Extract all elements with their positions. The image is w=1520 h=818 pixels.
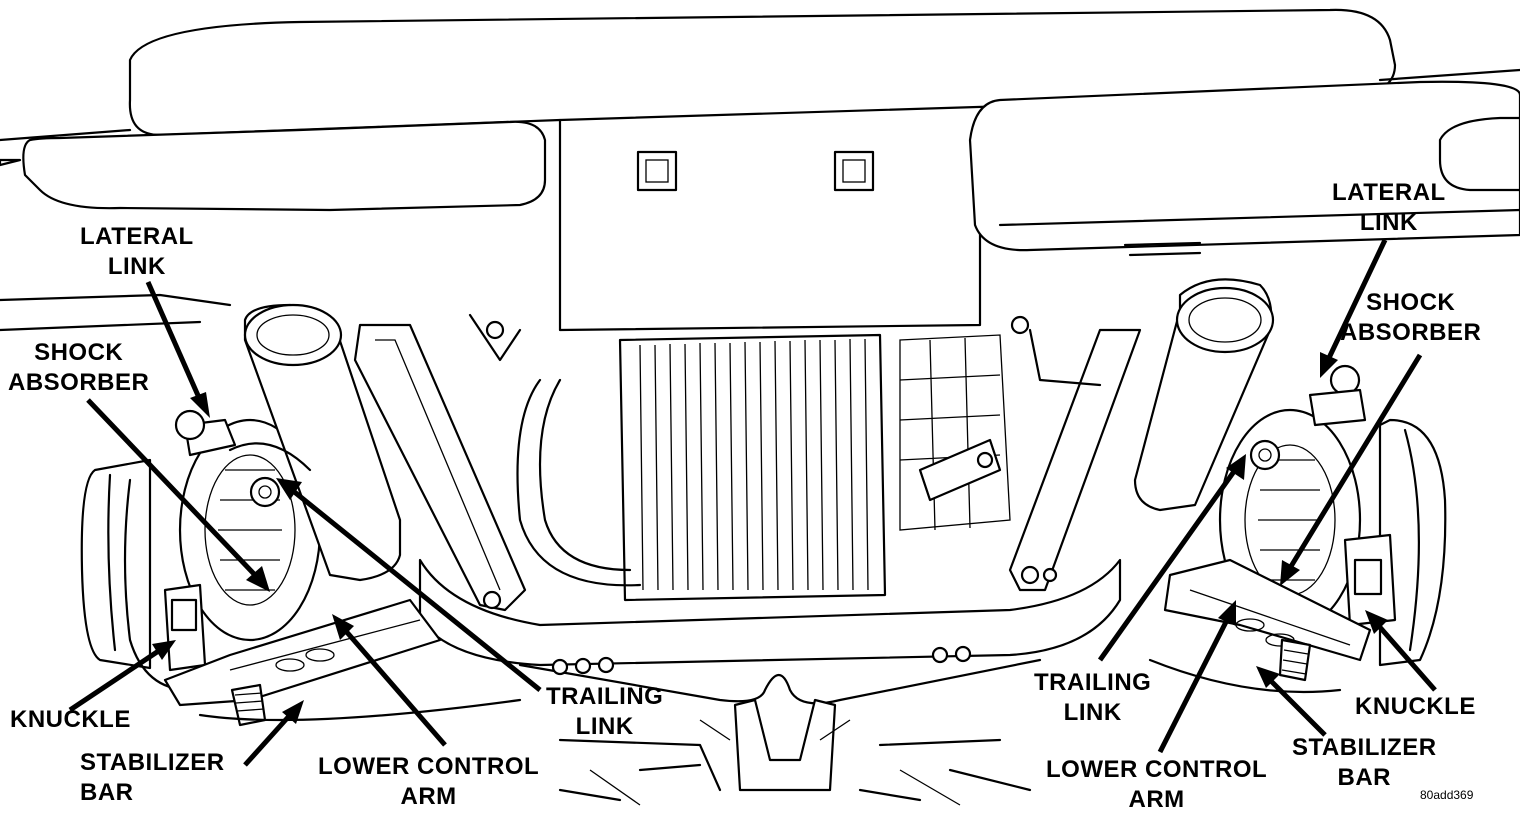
- right-suspension: [1008, 278, 1447, 694]
- label-lower-control-arm-left: LOWER CONTROL ARM: [318, 753, 540, 810]
- label-lateral-link-right: LATERAL LINK: [1332, 179, 1446, 236]
- label-shock-absorber-left: SHOCK ABSORBER: [8, 339, 150, 396]
- label-knuckle-right: KNUCKLE: [1355, 693, 1476, 720]
- arrow-shock-absorber-left: [86, 398, 257, 577]
- leader-arrows: [68, 238, 1437, 767]
- arrow-lower-control-arm-right: [1157, 616, 1231, 754]
- arrow-stabilizer-bar-right: [1268, 678, 1327, 737]
- arrow-trailing-link-left: [290, 488, 542, 692]
- label-stabilizer-bar-left: STABILIZER BAR: [80, 749, 225, 806]
- rear-crossmember: [418, 558, 1122, 806]
- left-suspension: [80, 303, 527, 727]
- arrow-trailing-link-right: [1097, 468, 1238, 662]
- arrow-lateral-link-left: [145, 280, 203, 402]
- label-trailing-link-left: TRAILING LINK: [546, 683, 664, 740]
- label-lower-control-arm-right: LOWER CONTROL ARM: [1046, 756, 1268, 813]
- arrow-lateral-link-right: [1325, 238, 1388, 362]
- center-cooler: [516, 333, 1011, 602]
- label-knuckle-left: KNUCKLE: [10, 706, 131, 733]
- arrow-knuckle-left: [68, 647, 162, 713]
- vehicle-body-frame: [0, 8, 1520, 332]
- arrow-shock-absorber-right: [1287, 353, 1423, 570]
- label-lateral-link-left: LATERAL LINK: [80, 223, 194, 280]
- label-trailing-link-right: TRAILING LINK: [1034, 669, 1152, 726]
- arrow-knuckle-right: [1376, 623, 1437, 692]
- label-stabilizer-bar-right: STABILIZER BAR: [1292, 734, 1437, 791]
- arrow-lower-control-arm-left: [343, 628, 447, 747]
- arrow-stabilizer-bar-left: [243, 713, 292, 767]
- figure-code: 80add369: [1420, 788, 1474, 802]
- label-shock-absorber-right: SHOCK ABSORBER: [1340, 289, 1482, 346]
